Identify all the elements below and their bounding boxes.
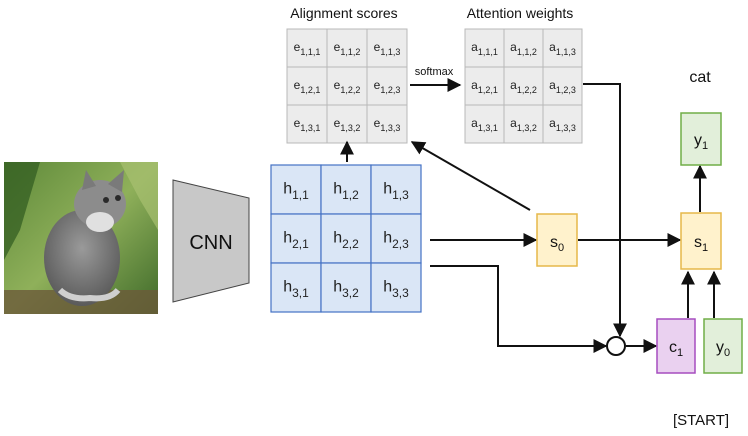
feature-cell-label: h2,1 — [283, 230, 309, 251]
attention-weight-cell-label: a1,3,1 — [471, 116, 498, 133]
alignment-score-cell: e1,1,3 — [366, 28, 408, 68]
alignment-scores-title: Alignment scores — [290, 5, 397, 21]
attention-weight-cell: a1,3,2 — [503, 104, 544, 144]
alignment-score-cell: e1,3,1 — [286, 104, 328, 144]
attention-weight-cell: a1,1,2 — [503, 28, 544, 68]
feature-cell: h3,2 — [320, 262, 372, 313]
attention-weight-cell-label: a1,2,3 — [549, 78, 576, 95]
attention-weight-cell: a1,2,3 — [542, 66, 583, 106]
attention-weights-grid: a1,1,1 a1,1,2 a1,1,3 a1,2,1 a1,2,2 a1,2,3 a1,3… — [464, 28, 583, 144]
feature-cell-label: h2,2 — [333, 230, 359, 251]
alignment-score-cell-label: e1,3,3 — [374, 116, 401, 133]
attention-weight-cell-label: a1,2,2 — [510, 78, 537, 95]
feature-cell-label: h1,1 — [283, 181, 309, 202]
feature-cell: h1,1 — [270, 164, 322, 215]
alignment-score-cell-label: e1,2,2 — [334, 78, 361, 95]
alignment-score-cell-label: e1,1,3 — [374, 40, 401, 57]
attention-weight-cell: a1,3,1 — [464, 104, 505, 144]
feature-cell-label: h3,3 — [383, 279, 409, 300]
arrow-weights-to-context — [583, 83, 627, 338]
node-c1: c1 — [656, 318, 696, 374]
svg-text:c1: c1 — [669, 339, 683, 359]
attention-weight-cell: a1,2,2 — [503, 66, 544, 106]
feature-grid: h1,1 h1,2 h1,3 h2,1 h2,2 h2,3 h3,1 h3,2 h3,3 — [270, 164, 422, 313]
feature-cell-label: h3,2 — [333, 279, 359, 300]
alignment-score-cell-label: e1,1,2 — [334, 40, 361, 57]
svg-text:y1: y1 — [694, 132, 708, 152]
alignment-score-cell: e1,2,3 — [366, 66, 408, 106]
feature-cell: h2,1 — [270, 213, 322, 264]
feature-cell: h3,3 — [370, 262, 422, 313]
arrow-s0-to-scores — [410, 141, 531, 211]
alignment-score-cell: e1,3,3 — [366, 104, 408, 144]
alignment-score-cell-label: e1,2,1 — [294, 78, 321, 95]
cnn-label: CNN — [189, 232, 232, 254]
feature-cell: h1,3 — [370, 164, 422, 215]
alignment-score-cell-label: e1,2,3 — [374, 78, 401, 95]
node-y1: y1 — [680, 112, 722, 166]
alignment-score-cell-label: e1,3,2 — [334, 116, 361, 133]
attention-weight-cell-label: a1,2,1 — [471, 78, 498, 95]
alignment-score-cell: e1,3,2 — [326, 104, 368, 144]
feature-cell-label: h3,1 — [283, 279, 309, 300]
feature-cell: h1,2 — [320, 164, 372, 215]
feature-cell-label: h1,2 — [333, 181, 359, 202]
cnn-block: CNN — [172, 179, 250, 303]
attention-weight-cell: a1,1,3 — [542, 28, 583, 68]
node-s0: s0 — [536, 213, 578, 267]
feature-cell-label: h2,3 — [383, 230, 409, 251]
node-s1: s1 — [680, 212, 722, 270]
attention-weight-cell-label: a1,3,3 — [549, 116, 576, 133]
softmax-label: softmax — [415, 66, 454, 78]
attention-weight-cell-label: a1,1,3 — [549, 40, 576, 57]
attention-weight-cell: a1,1,1 — [464, 28, 505, 68]
alignment-scores-grid: e1,1,1 e1,1,2 e1,1,3 e1,2,1 e1,2,2 e1,2,3 e1,3… — [286, 28, 408, 144]
alignment-score-cell: e1,1,1 — [286, 28, 328, 68]
arrow-features-to-context — [430, 265, 608, 353]
feature-cell: h2,3 — [370, 213, 422, 264]
attention-weights-title: Attention weights — [467, 5, 574, 21]
start-token-label: [START] — [673, 412, 729, 429]
svg-text:y0: y0 — [716, 339, 730, 359]
attention-weight-cell: a1,3,3 — [542, 104, 583, 144]
alignment-score-cell: e1,2,2 — [326, 66, 368, 106]
feature-cell-label: h1,3 — [383, 181, 409, 202]
alignment-score-cell-label: e1,1,1 — [294, 40, 321, 57]
output-word-cat: cat — [689, 69, 711, 86]
feature-cell: h2,2 — [320, 213, 372, 264]
alignment-score-cell-label: e1,3,1 — [294, 116, 321, 133]
attention-weight-cell: a1,2,1 — [464, 66, 505, 106]
attention-weight-cell-label: a1,3,2 — [510, 116, 537, 133]
alignment-score-cell: e1,1,2 — [326, 28, 368, 68]
combine-node — [606, 336, 626, 356]
svg-text:s1: s1 — [694, 234, 708, 254]
node-y0: y0 — [703, 318, 743, 374]
alignment-score-cell: e1,2,1 — [286, 66, 328, 106]
connectors — [340, 78, 721, 353]
feature-cell: h3,1 — [270, 262, 322, 313]
attention-weight-cell-label: a1,1,1 — [471, 40, 498, 57]
svg-text:s0: s0 — [550, 234, 564, 254]
attention-weight-cell-label: a1,1,2 — [510, 40, 537, 57]
kitten-image — [4, 162, 158, 314]
